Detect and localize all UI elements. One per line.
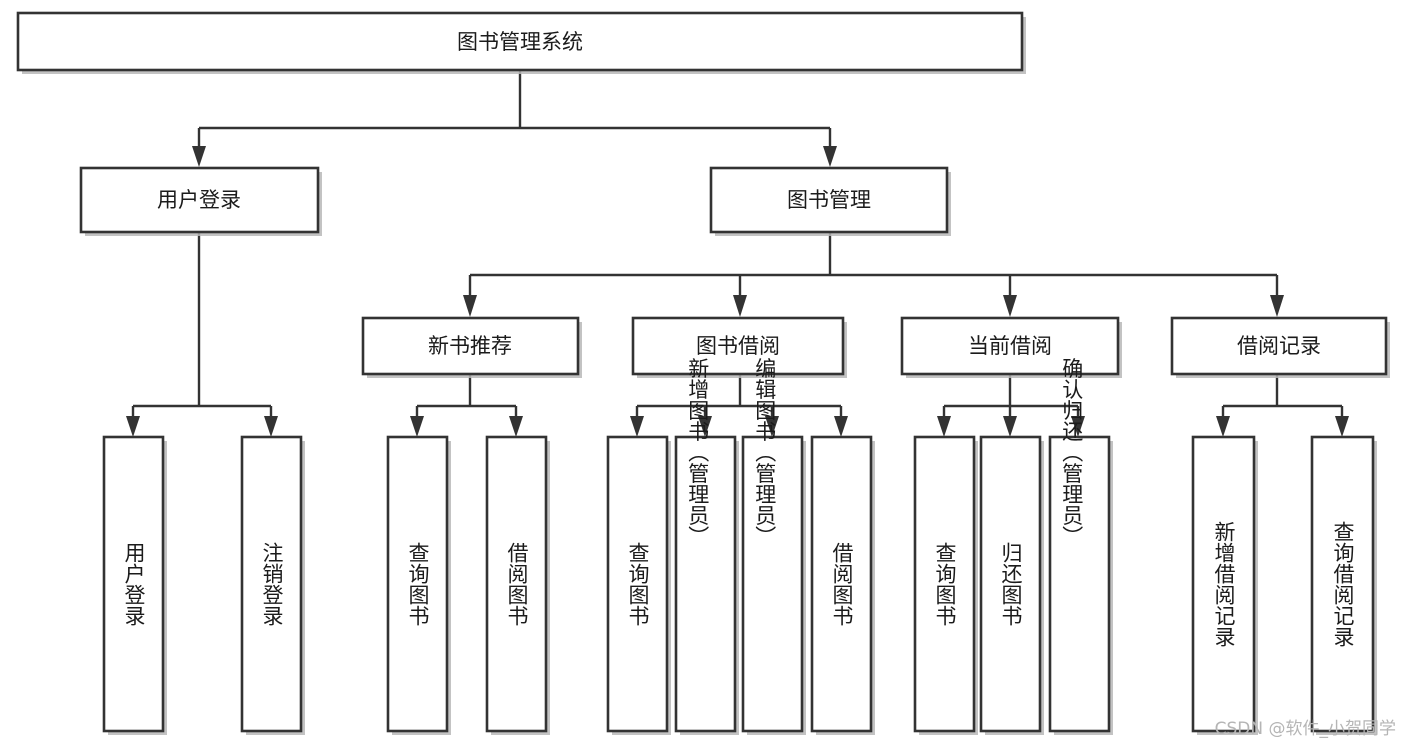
arrow-current-leaf1	[937, 416, 951, 437]
leaf-borrow-record-1-box	[1191, 435, 1256, 733]
arrow-record-leaf1	[1216, 416, 1230, 437]
leaf-user-login-2-label: 注销登录	[260, 542, 284, 626]
leaf-current-borrow-2-label: 归还图书	[999, 542, 1023, 626]
root-box	[16, 11, 1024, 72]
arrow-borrow-leaf4	[834, 416, 848, 437]
leaf-new-book-2-label: 借阅图书	[505, 542, 529, 626]
arrow-current-leaf2	[1003, 416, 1017, 437]
leaf-book-borrow-2-label: 新增图书（管理员）	[686, 358, 710, 547]
node-user-login[interactable]: 用户登录	[79, 166, 322, 236]
leaf-new-book-1-label: 查询图书	[406, 542, 430, 626]
leaf-book-borrow-4[interactable]: 借阅图书	[810, 435, 875, 735]
arrow-to-record	[1270, 295, 1284, 317]
borrow-record-box	[1170, 316, 1388, 376]
arrow-newbook-leaf2	[509, 416, 523, 437]
arrow-newbook-leaf1	[410, 416, 424, 437]
leaf-user-login-1-box	[102, 435, 165, 733]
arrow-to-current	[1003, 295, 1017, 317]
leaf-book-borrow-1[interactable]: 查询图书	[606, 435, 671, 735]
root-label: 图书管理系统	[457, 30, 583, 54]
leaf-user-login-2[interactable]: 注销登录	[240, 435, 305, 735]
arrow-borrow-leaf1	[630, 416, 644, 437]
borrow-record-label: 借阅记录	[1237, 334, 1321, 358]
arrow-borrow-leaf2	[698, 416, 712, 437]
leaf-user-login-2-box	[240, 435, 303, 733]
leaf-current-borrow-3-box	[1048, 435, 1111, 733]
leaf-book-borrow-1-label: 查询图书	[626, 542, 650, 626]
arrow-record-leaf2	[1335, 416, 1349, 437]
leaf-borrow-record-2-label: 查询借阅记录	[1331, 521, 1355, 647]
leaf-book-borrow-2[interactable]: 新增图书（管理员）	[674, 358, 739, 736]
arrow-to-borrow	[733, 295, 747, 317]
node-book-borrow[interactable]: 图书借阅	[631, 316, 847, 378]
leaf-book-borrow-3-label: 编辑图书（管理员）	[753, 358, 777, 547]
arrow-userlogin-leaf1	[126, 416, 140, 437]
leaf-borrow-record-2[interactable]: 查询借阅记录	[1310, 435, 1377, 735]
leaf-current-borrow-2-box	[979, 435, 1042, 733]
leaf-current-borrow-1[interactable]: 查询图书	[913, 435, 978, 735]
current-borrow-label: 当前借阅	[968, 334, 1052, 358]
leaf-current-borrow-2[interactable]: 归还图书	[979, 435, 1044, 735]
leaf-book-borrow-3[interactable]: 编辑图书（管理员）	[741, 358, 806, 736]
book-borrow-label: 图书借阅	[696, 334, 780, 358]
leaf-book-borrow-1-box	[606, 435, 669, 733]
arrow-borrow-leaf3	[765, 416, 779, 437]
book-management-box	[709, 166, 949, 234]
leaf-current-borrow-3-label: 确认归还（管理员）	[1060, 358, 1084, 547]
leaf-borrow-record-2-box	[1310, 435, 1375, 733]
arrow-to-new-book	[463, 295, 477, 317]
user-login-box	[79, 166, 320, 234]
book-management-label: 图书管理	[787, 188, 871, 212]
leaf-current-borrow-3[interactable]: 确认归还（管理员）	[1048, 358, 1113, 736]
leaf-borrow-record-1-label: 新增借阅记录	[1212, 521, 1236, 647]
leaf-new-book-2-box	[485, 435, 548, 733]
leaf-new-book-1-box	[386, 435, 449, 733]
leaf-book-borrow-4-label: 借阅图书	[830, 542, 854, 626]
leaf-book-borrow-3-box	[741, 435, 804, 733]
leaf-current-borrow-1-label: 查询图书	[933, 542, 957, 626]
leaf-new-book-2[interactable]: 借阅图书	[485, 435, 550, 735]
leaf-new-book-1[interactable]: 查询图书	[386, 435, 451, 735]
node-current-borrow[interactable]: 当前借阅	[900, 316, 1122, 378]
leaf-current-borrow-1-box	[913, 435, 976, 733]
arrow-root-to-user-login	[192, 146, 206, 167]
watermark-label: CSDN @软件_小贺同学	[1215, 719, 1396, 739]
user-login-label: 用户登录	[157, 188, 241, 212]
leaf-borrow-record-1[interactable]: 新增借阅记录	[1191, 435, 1258, 735]
leaf-book-borrow-4-box	[810, 435, 873, 733]
arrow-current-leaf3	[1071, 416, 1085, 437]
arrow-userlogin-leaf2	[264, 416, 278, 437]
arrow-root-to-book-manage	[823, 146, 837, 167]
leaf-user-login-1-label: 用户登录	[122, 542, 146, 626]
connector-layer	[126, 71, 1349, 437]
node-new-book-recommend[interactable]: 新书推荐	[361, 316, 582, 378]
node-borrow-record[interactable]: 借阅记录	[1170, 316, 1390, 378]
leaf-book-borrow-2-box	[674, 435, 737, 733]
node-book-management[interactable]: 图书管理	[709, 166, 951, 236]
book-borrow-box	[631, 316, 845, 376]
current-borrow-box	[900, 316, 1120, 376]
leaf-user-login-1[interactable]: 用户登录	[102, 435, 167, 735]
node-root[interactable]: 图书管理系统	[16, 11, 1026, 74]
new-book-recommend-label: 新书推荐	[428, 334, 512, 358]
new-book-recommend-box	[361, 316, 580, 376]
